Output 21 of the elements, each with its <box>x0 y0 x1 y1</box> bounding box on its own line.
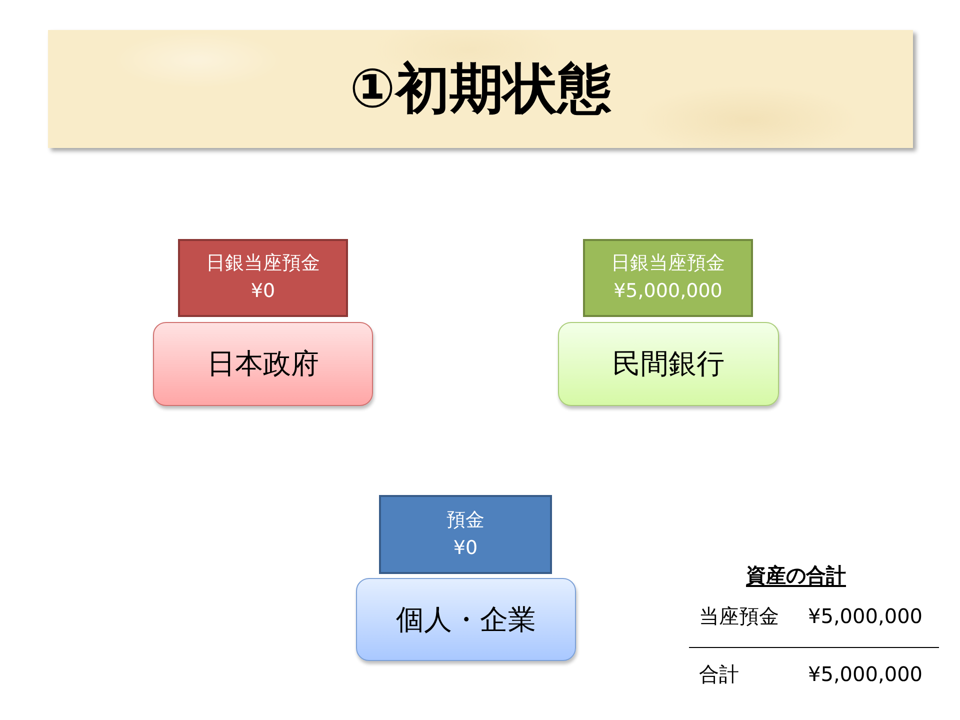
entity-box <box>356 578 576 661</box>
title: ①初期状態 <box>350 59 612 119</box>
account-box <box>178 239 348 317</box>
entity-box <box>153 322 373 406</box>
account-name: 日銀当座預金 <box>206 251 320 276</box>
entity-name: 日本政府 <box>207 346 319 382</box>
account-name: 日銀当座預金 <box>611 251 725 276</box>
account-box <box>583 239 753 317</box>
account-box <box>379 495 552 574</box>
account-balance: ¥0 <box>453 536 478 560</box>
account-balance: ¥5,000,000 <box>614 279 722 304</box>
total-label: 合計 <box>699 662 739 686</box>
entity-box <box>558 322 779 406</box>
table-heading: 資産の合計 <box>746 563 846 587</box>
amount-value: ¥5,000,000 <box>808 604 923 628</box>
account-balance: ¥0 <box>250 279 276 304</box>
account-name: 預金 <box>446 508 484 533</box>
entity-name: 個人・企業 <box>396 602 536 638</box>
account-label: 当座預金 <box>699 604 779 628</box>
amount-value: ¥5,000,000 <box>808 662 923 686</box>
entity-name: 民間銀行 <box>612 346 724 382</box>
